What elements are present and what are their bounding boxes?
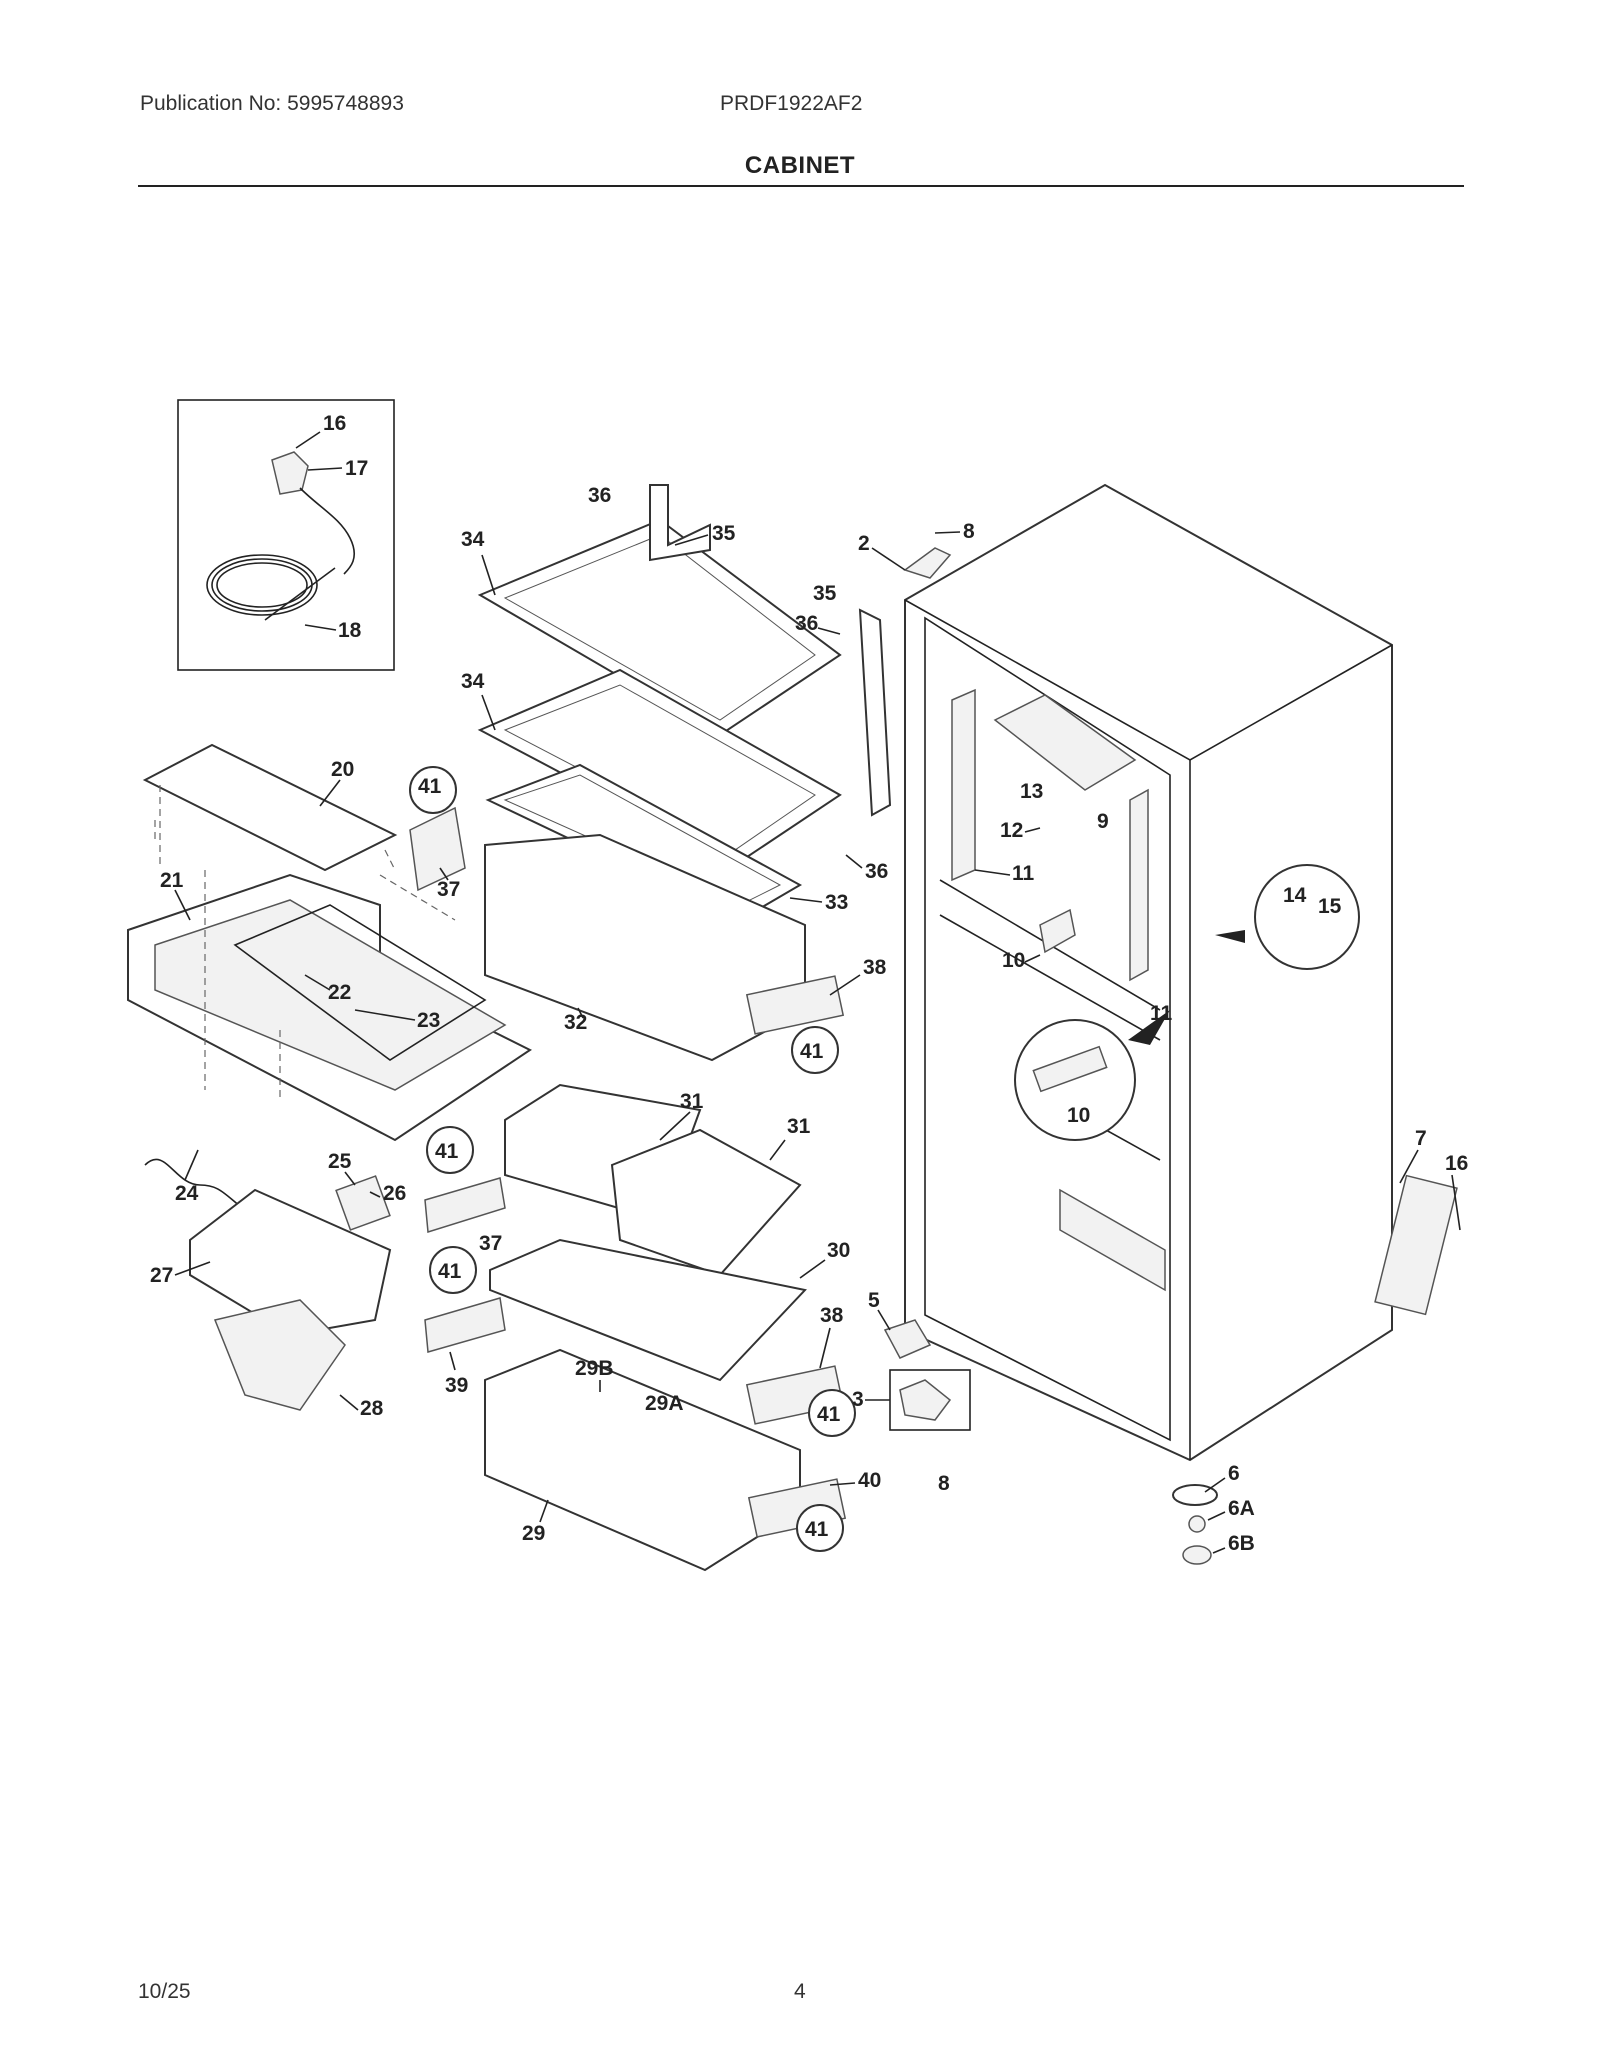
svg-text:39: 39 [445, 1374, 468, 1397]
svg-text:3: 3 [852, 1388, 864, 1411]
detail-circle-10 [1014, 1019, 1136, 1141]
trim-37-upper [409, 806, 466, 892]
svg-text:38: 38 [863, 956, 887, 979]
crisper-cover [489, 1238, 807, 1382]
fan-motor-assembly [144, 1158, 392, 1411]
svg-text:18: 18 [338, 619, 362, 642]
svg-text:11: 11 [1012, 862, 1035, 885]
svg-text:22: 22 [328, 981, 351, 1004]
svg-text:34: 34 [461, 670, 485, 693]
svg-text:12: 12 [1000, 819, 1023, 842]
svg-text:5: 5 [868, 1289, 880, 1312]
svg-text:8: 8 [938, 1472, 950, 1495]
svg-text:17: 17 [345, 457, 368, 480]
svg-text:8: 8 [963, 520, 975, 543]
svg-text:41: 41 [805, 1518, 829, 1541]
top-hinge [903, 547, 952, 579]
svg-text:6: 6 [1228, 1462, 1240, 1485]
shelf-support-right [858, 608, 892, 817]
svg-text:10: 10 [1002, 949, 1025, 972]
svg-text:41: 41 [438, 1260, 462, 1283]
svg-text:41: 41 [435, 1140, 459, 1163]
svg-text:15: 15 [1318, 895, 1342, 918]
svg-text:41: 41 [817, 1403, 841, 1426]
svg-text:6A: 6A [1228, 1497, 1255, 1520]
footer-date: 10/25 [138, 1980, 191, 2003]
svg-text:6B: 6B [1228, 1532, 1255, 1555]
trim-37-lower [424, 1177, 506, 1233]
svg-text:41: 41 [800, 1040, 824, 1063]
svg-text:38: 38 [820, 1304, 844, 1327]
footer-page-number: 4 [794, 1980, 806, 2003]
svg-text:9: 9 [1097, 810, 1109, 833]
svg-text:33: 33 [825, 891, 848, 914]
svg-text:26: 26 [383, 1182, 406, 1205]
page-title: CABINET [744, 152, 856, 179]
svg-text:29B: 29B [575, 1357, 614, 1380]
svg-text:41: 41 [418, 775, 442, 798]
svg-text:30: 30 [827, 1239, 850, 1262]
svg-text:2: 2 [858, 532, 870, 555]
svg-text:29A: 29A [645, 1392, 684, 1415]
svg-text:35: 35 [813, 582, 837, 605]
detail-circle-14-15 [1254, 864, 1360, 970]
cabinet-shell [904, 483, 1458, 1462]
callout-labels: 16 17 18 36 35 34 34 2 8 35 36 36 33 20 … [150, 412, 1468, 1555]
svg-text:27: 27 [150, 1264, 173, 1287]
svg-text:23: 23 [417, 1009, 440, 1032]
inset-tubing-kit [177, 399, 395, 671]
svg-text:24: 24 [175, 1182, 199, 1205]
svg-text:21: 21 [160, 869, 184, 892]
svg-text:37: 37 [479, 1232, 502, 1255]
svg-text:10: 10 [1067, 1104, 1090, 1127]
clip-38-upper [745, 975, 845, 1035]
svg-text:40: 40 [858, 1469, 881, 1492]
svg-text:31: 31 [787, 1115, 811, 1138]
publication-number: Publication No: 5995748893 [140, 92, 404, 115]
svg-text:36: 36 [795, 612, 818, 635]
svg-text:28: 28 [360, 1397, 384, 1420]
svg-text:16: 16 [1445, 1152, 1468, 1175]
trim-39 [424, 1297, 506, 1353]
part-5 [883, 1319, 932, 1359]
svg-text:29: 29 [522, 1522, 545, 1545]
model-number: PRDF1922AF2 [720, 92, 863, 115]
leveler-6 [1172, 1484, 1218, 1506]
crisper-bin-right [610, 1128, 802, 1277]
header-divider [138, 185, 1464, 187]
svg-text:16: 16 [323, 412, 346, 435]
svg-text:36: 36 [865, 860, 888, 883]
svg-text:13: 13 [1020, 780, 1043, 803]
svg-text:7: 7 [1415, 1127, 1427, 1150]
svg-text:35: 35 [712, 522, 736, 545]
svg-text:36: 36 [588, 484, 611, 507]
svg-text:11: 11 [1150, 1002, 1173, 1025]
svg-text:25: 25 [328, 1150, 352, 1173]
svg-text:14: 14 [1283, 884, 1307, 907]
svg-text:34: 34 [461, 528, 485, 551]
shelf-support-left [649, 484, 711, 562]
svg-text:37: 37 [437, 878, 460, 901]
svg-text:32: 32 [564, 1011, 587, 1034]
svg-text:20: 20 [331, 758, 354, 781]
fan-cover-assembly [127, 743, 532, 1142]
svg-text:31: 31 [680, 1090, 704, 1113]
